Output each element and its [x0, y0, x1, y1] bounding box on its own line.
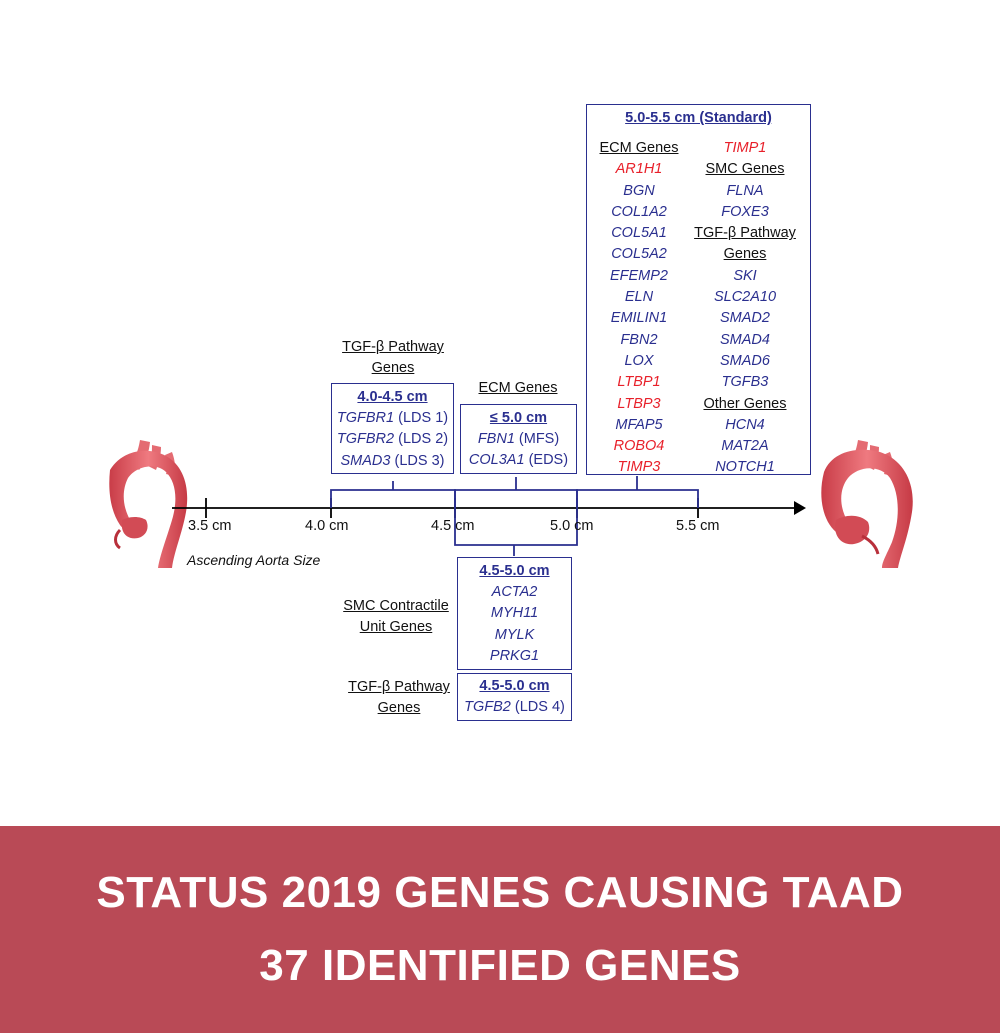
gene-fbn2: FBN2 [584, 330, 694, 351]
tgfb-a-label-line1: TGF-β Pathway [342, 339, 444, 355]
tick-label-4.0: 4.0 cm [305, 518, 349, 534]
ecm-a-box: ≤ 5.0 cm FBN1 (MFS) COL3A1 (EDS) [460, 404, 577, 474]
gene-col1a2: COL1A2 [584, 202, 694, 223]
gene-foxe3: FOXE3 [690, 202, 800, 223]
gene-slc2a10: SLC2A10 [690, 287, 800, 308]
aorta-right-illustration [821, 440, 912, 568]
gene-bgn: BGN [584, 181, 694, 202]
tick-label-4.5: 4.5 cm [431, 518, 475, 534]
ecm-a-label: ECM Genes [458, 378, 578, 399]
aorta-left-illustration [109, 440, 187, 568]
tgfb-b-label: TGF-β Pathway Genes [330, 677, 468, 719]
tgfb-b-title: 4.5-5.0 cm [458, 676, 571, 697]
gene-acta2: ACTA2 [458, 582, 571, 603]
gene-timp1: TIMP1 [690, 138, 800, 159]
gene-smad3: SMAD3 (LDS 3) [332, 451, 453, 472]
standard-title: 5.0-5.5 cm (Standard) [587, 108, 810, 129]
bracket-4.0-4.5 [331, 481, 455, 508]
banner-line1: STATUS 2019 GENES CAUSING TAAD [0, 868, 1000, 918]
gene-mat2a: MAT2A [690, 436, 800, 457]
title-banner: STATUS 2019 GENES CAUSING TAAD 37 IDENTI… [0, 826, 1000, 1033]
tick-label-5.5: 5.5 cm [676, 518, 720, 534]
gene-hcn4: HCN4 [690, 415, 800, 436]
ecm-a-title: ≤ 5.0 cm [461, 408, 576, 429]
section-label-ecm-genes: ECM Genes [584, 138, 694, 159]
section-label-tgf-pathway: TGF-β Pathway [690, 223, 800, 244]
smc-title: 4.5-5.0 cm [458, 561, 571, 582]
gene-timp3: TIMP3 [584, 457, 694, 478]
banner-line2: 37 IDENTIFIED GENES [0, 941, 1000, 991]
section-label-genes: Genes [690, 244, 800, 265]
smc-label: SMC Contractile Unit Genes [332, 596, 460, 638]
gene-smad6: SMAD6 [690, 351, 800, 372]
gene-col3a1: COL3A1 (EDS) [461, 450, 576, 471]
tgfb-a-label: TGF-β Pathway Genes [323, 337, 463, 379]
tgfb-a-title: 4.0-4.5 cm [332, 387, 453, 408]
tick-label-3.5: 3.5 cm [188, 518, 232, 534]
gene-tgfbr1: TGFBR1 (LDS 1) [332, 408, 453, 429]
gene-col5a2: COL5A2 [584, 244, 694, 265]
gene-fbn1: FBN1 (MFS) [461, 429, 576, 450]
gene-flna: FLNA [690, 181, 800, 202]
smc-box: 4.5-5.0 cm ACTA2 MYH11 MYLK PRKG1 [457, 557, 572, 670]
tgfb-b-box: 4.5-5.0 cm TGFB2 (LDS 4) [457, 673, 572, 721]
gene-ar1h1: AR1H1 [584, 159, 694, 180]
tgfb-a-label-line2: Genes [372, 360, 415, 376]
axis-arrowhead [794, 501, 806, 515]
gene-mylk: MYLK [458, 625, 571, 646]
axis-caption: Ascending Aorta Size [187, 552, 320, 568]
gene-emilin1: EMILIN1 [584, 308, 694, 329]
gene-ltbp3: LTBP3 [584, 394, 694, 415]
section-label-other-genes: Other Genes [690, 394, 800, 415]
gene-smad4: SMAD4 [690, 330, 800, 351]
gene-ski: SKI [690, 266, 800, 287]
gene-tgfb3: TGFB3 [690, 372, 800, 393]
gene-robo4: ROBO4 [584, 436, 694, 457]
tgfb-a-box: 4.0-4.5 cm TGFBR1 (LDS 1) TGFBR2 (LDS 2)… [331, 383, 454, 474]
gene-eln: ELN [584, 287, 694, 308]
section-label-smc-genes: SMC Genes [690, 159, 800, 180]
gene-prkg1: PRKG1 [458, 646, 571, 667]
gene-lox: LOX [584, 351, 694, 372]
gene-myh11: MYH11 [458, 603, 571, 624]
gene-tgfbr2: TGFBR2 (LDS 2) [332, 429, 453, 450]
tick-label-5.0: 5.0 cm [550, 518, 594, 534]
gene-col5a1: COL5A1 [584, 223, 694, 244]
gene-efemp2: EFEMP2 [584, 266, 694, 287]
gene-tgfb2: TGFB2 (LDS 4) [458, 697, 571, 718]
gene-mfap5: MFAP5 [584, 415, 694, 436]
bracket-5.0-5.5 [577, 476, 698, 508]
gene-ltbp1: LTBP1 [584, 372, 694, 393]
gene-smad2: SMAD2 [690, 308, 800, 329]
gene-notch1: NOTCH1 [690, 457, 800, 478]
bracket-4.5-5.0 [455, 477, 577, 508]
